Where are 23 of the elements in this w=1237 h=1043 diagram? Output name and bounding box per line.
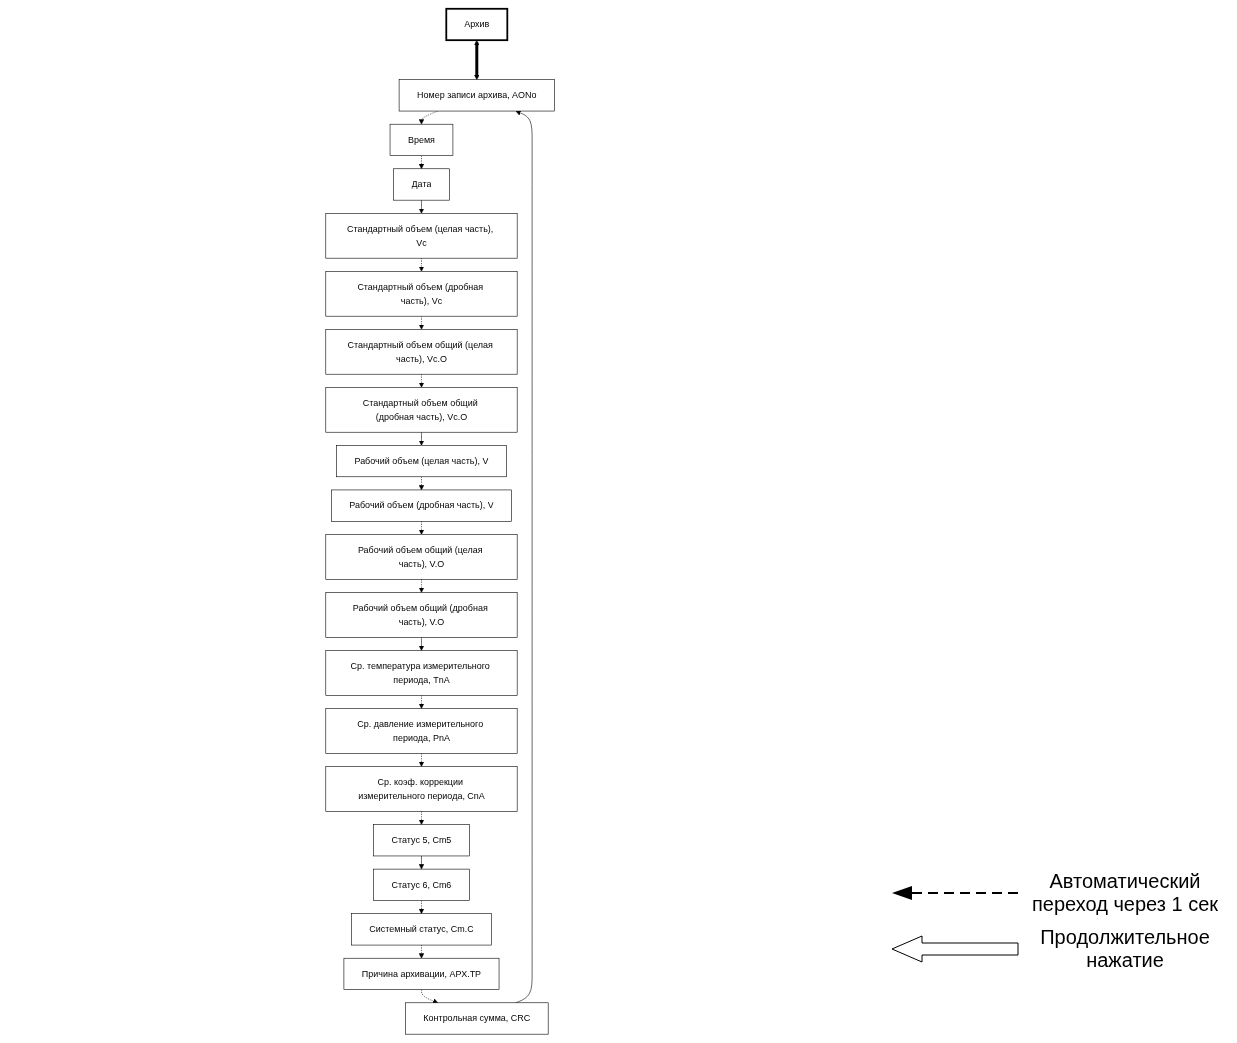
node-box: Статус 5, Cm5 xyxy=(373,824,470,857)
legend-text: Продолжительное нажатие xyxy=(1039,926,1211,972)
node-box: Дата xyxy=(393,168,450,201)
node-box: Стандартный объем общий (целая часть), Vc.O xyxy=(325,329,518,375)
node-box: Архив xyxy=(445,7,509,42)
node-box: Стандартный объем (дробная часть), Vc xyxy=(325,271,518,317)
node-box: Ср. давление измерительного периода, PnA xyxy=(325,708,518,754)
node-box: Ср. коэф. коррекции измерительного периода, CnA xyxy=(325,766,518,812)
node-box: Контрольная сумма, CRC xyxy=(404,1002,549,1035)
node-box: Системный статус, Cm.C xyxy=(350,913,492,946)
legend-text: Автоматический переход через 1 сек xyxy=(1030,870,1220,916)
node-box: Время xyxy=(389,123,454,156)
node-box: Ср. температура измерительного периода, TnA xyxy=(325,650,518,696)
node-box: Рабочий объем (дробная часть), V xyxy=(330,489,512,522)
node-box: Стандартный объем общий (дробная часть), Vc.O xyxy=(325,387,518,433)
node-box: Рабочий объем общий (целая часть), V.O xyxy=(325,534,518,580)
arrow xyxy=(474,40,480,80)
node-box: Статус 6, Cm6 xyxy=(373,868,470,901)
node-box: Причина архивации, АРХ.ТР xyxy=(343,957,500,990)
node-box: Стандартный объем (целая часть), Vc xyxy=(325,213,518,259)
node-box: Номер записи архива, AONo xyxy=(398,79,555,112)
node-box: Рабочий объем общий (дробная часть), V.O xyxy=(325,592,518,638)
node-box: Рабочий объем (целая часть), V xyxy=(336,445,507,478)
